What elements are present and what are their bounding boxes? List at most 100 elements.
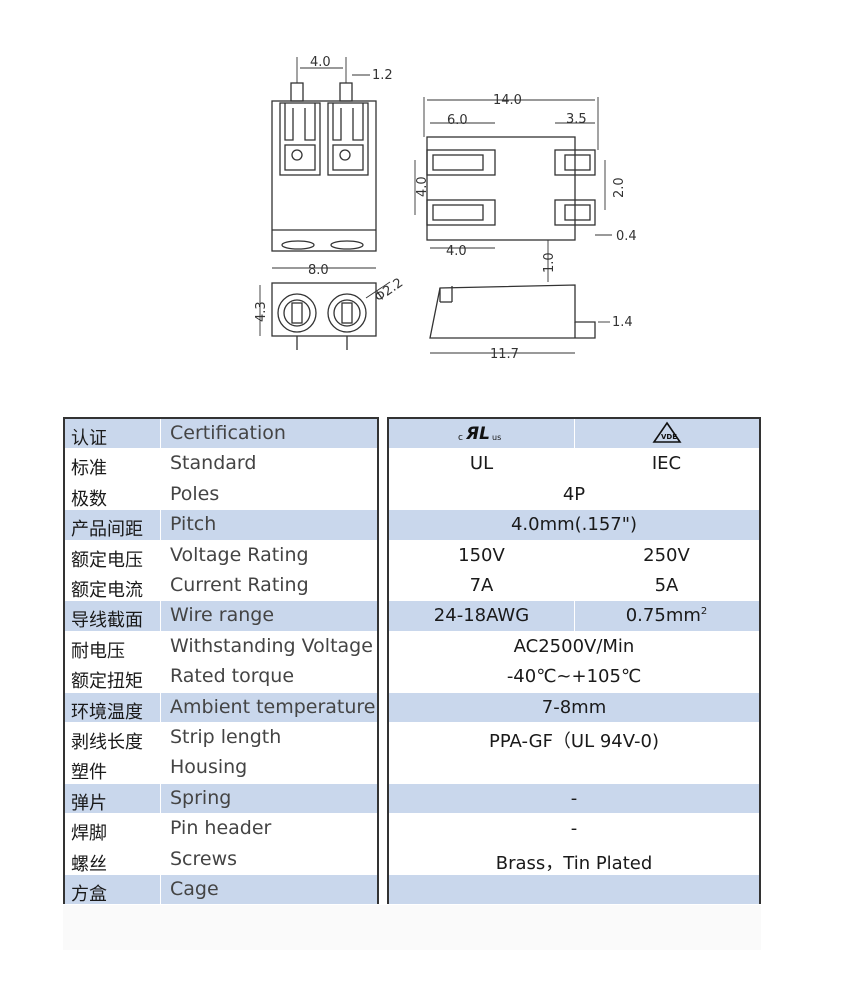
value-row: 7-8mm <box>389 692 759 723</box>
label-chinese: 极数 <box>71 488 107 510</box>
dim-4-3: 4.3 <box>254 301 269 322</box>
label-chinese: 剥线长度 <box>71 732 143 753</box>
label-chinese: 螺丝 <box>71 853 107 875</box>
value-superscript: 2 <box>700 606 708 618</box>
label-row: 环境温度 Ambient temperature <box>65 692 377 723</box>
label-chinese: 额定电压 <box>71 549 143 571</box>
value-row: AC2500V/Min <box>389 631 759 663</box>
column-divider <box>160 753 161 783</box>
column-divider <box>160 692 161 722</box>
column-divider <box>160 571 161 601</box>
label-row: 导线截面 Wire range <box>65 601 377 632</box>
dim-phi-2-2: Φ2.2 <box>372 276 406 306</box>
dim-4-0-bottom: 4.0 <box>446 244 467 259</box>
label-english: Certification <box>170 422 286 444</box>
label-chinese: 额定扭矩 <box>71 671 143 693</box>
value-right-text: 5A <box>654 575 679 596</box>
value-left: 7A <box>469 575 494 596</box>
label-chinese: 弹片 <box>71 792 107 814</box>
column-divider <box>160 723 161 753</box>
column-divider <box>160 449 161 479</box>
svg-text:c: c <box>458 433 463 443</box>
label-chinese: 塑件 <box>71 762 107 784</box>
label-row: 标准 Standard <box>65 449 377 480</box>
label-english: Withstanding Voltage <box>170 634 373 657</box>
dim-14-0: 14.0 <box>493 93 522 108</box>
column-divider <box>160 510 161 540</box>
dim-4-0-top: 4.0 <box>310 55 331 70</box>
dim-3-5: 3.5 <box>566 112 587 127</box>
column-divider <box>160 875 161 905</box>
label-row: 弹片 Spring <box>65 783 377 815</box>
label-chinese: 环境温度 <box>71 701 143 723</box>
value-row: Brass，Tin Plated <box>389 844 759 875</box>
dim-11-7: 11.7 <box>490 347 519 362</box>
column-divider <box>574 571 575 601</box>
column-divider <box>574 449 575 479</box>
table-shadow <box>63 905 761 950</box>
value-left: UL <box>469 453 494 475</box>
label-english: Screws <box>170 847 238 870</box>
dim-6-0: 6.0 <box>447 113 468 128</box>
label-english: Wire range <box>170 604 275 627</box>
column-divider <box>160 601 161 631</box>
column-divider <box>574 540 575 570</box>
dim-1-0: 1.0 <box>542 252 557 273</box>
vde-logo-icon: VDE <box>574 421 759 450</box>
drawing-svg: 4.0 1.2 14.0 6.0 3.5 4.0 2.0 0.4 4.0 1.0… <box>254 55 637 362</box>
value-right-text: IEC <box>651 453 682 475</box>
label-row: 剥线长度 Strip length <box>65 723 377 754</box>
label-chinese: 焊脚 <box>71 823 107 845</box>
value-row: - <box>389 783 759 815</box>
value-row: PPA-GF（UL 94V-0) <box>389 723 759 754</box>
front-view-body <box>271 100 377 252</box>
label-english: Housing <box>170 756 248 779</box>
label-row: 螺丝 Screws <box>65 844 377 875</box>
label-english: Spring <box>170 786 232 809</box>
dim-1-4: 1.4 <box>612 315 633 330</box>
label-english: Rated torque <box>170 665 295 688</box>
value-full: PPA-GF（UL 94V-0) <box>489 731 659 752</box>
value-full: 4P <box>562 483 586 505</box>
value-full: Brass，Tin Plated <box>495 852 653 874</box>
technical-drawing: 4.0 1.2 14.0 6.0 3.5 4.0 2.0 0.4 4.0 1.0… <box>0 0 848 380</box>
value-right: 250V <box>574 545 759 566</box>
label-chinese: 额定电流 <box>71 580 143 601</box>
bottom-view-body <box>271 282 377 337</box>
svg-text:ЯL: ЯL <box>465 424 490 444</box>
value-full: -40℃~+105℃ <box>506 666 642 688</box>
value-row: - <box>389 814 759 845</box>
label-row: 额定扭矩 Rated torque <box>65 662 377 693</box>
label-english: Standard <box>170 452 257 475</box>
label-english: Pin header <box>170 817 272 840</box>
value-row <box>389 753 759 784</box>
label-english: Ambient temperature <box>170 695 376 718</box>
value-row <box>389 875 759 906</box>
column-divider <box>160 631 161 662</box>
column-divider <box>160 662 161 692</box>
dim-1-2: 1.2 <box>372 68 393 83</box>
value-row: UL IEC <box>389 449 759 480</box>
column-divider <box>160 540 161 570</box>
value-row: 4.0mm(.157") <box>389 510 759 541</box>
label-english: Voltage Rating <box>170 543 309 566</box>
label-chinese: 认证 <box>71 428 107 449</box>
value-row: -40℃~+105℃ <box>389 662 759 693</box>
dim-0-4: 0.4 <box>616 229 637 244</box>
label-chinese: 方盒 <box>71 884 107 905</box>
value-full: - <box>570 787 578 809</box>
svg-text:VDE: VDE <box>661 433 677 441</box>
top-view-body <box>426 136 576 241</box>
label-english: Strip length <box>170 726 282 748</box>
label-chinese: 标准 <box>71 458 107 480</box>
label-chinese: 产品间距 <box>71 519 143 541</box>
label-chinese: 导线截面 <box>71 610 143 632</box>
